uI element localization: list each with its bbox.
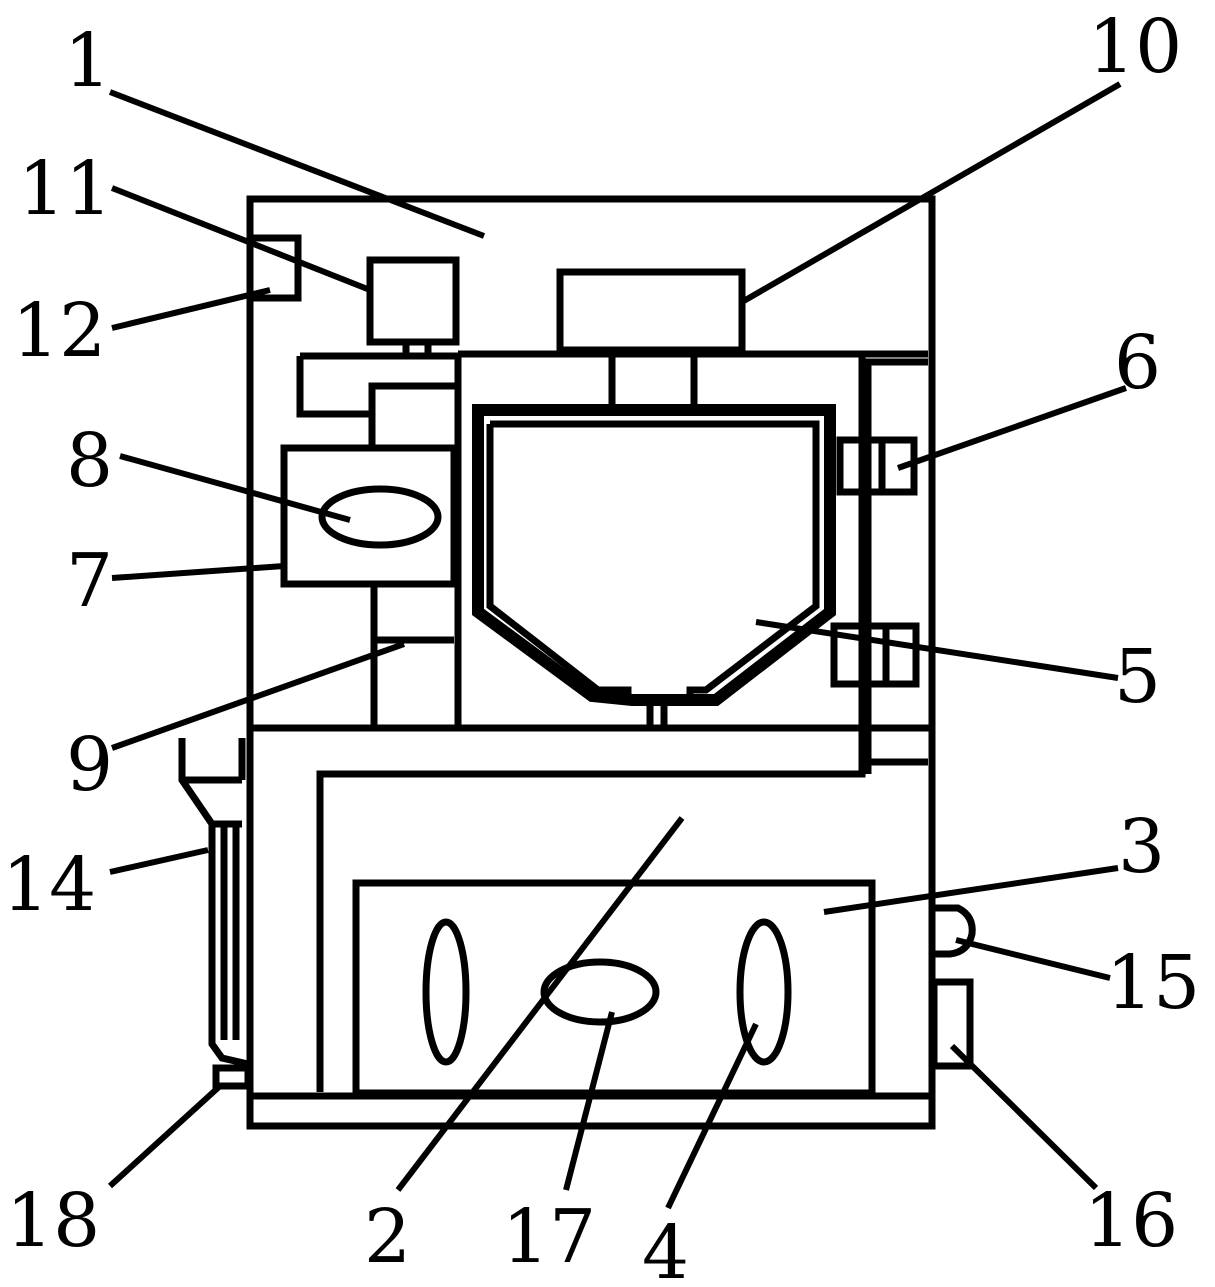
label-4: 4 [642,1210,689,1287]
oval-4 [736,918,792,1066]
leader-11 [110,185,372,293]
hopper-tank [472,404,836,706]
oval-17 [540,958,660,1026]
label-10: 10 [1088,4,1182,90]
side-component-12 [250,234,302,302]
leader-10 [740,81,1122,305]
label-3: 3 [1118,804,1165,890]
top-component-10 [556,268,746,354]
label-17: 17 [502,1194,596,1280]
label-5: 5 [1114,634,1161,720]
leader-9 [110,641,406,751]
label-18: 18 [6,1178,100,1264]
side-knob-15 [934,904,976,958]
leader-6 [897,385,1127,471]
label-11: 11 [18,146,112,232]
label-14: 14 [2,842,96,928]
leader-7 [111,563,285,581]
leader-18 [107,1083,223,1189]
label-7: 7 [66,538,113,624]
label-15: 15 [1106,940,1200,1026]
label-16: 16 [1084,1178,1178,1264]
leader-2 [395,816,685,1192]
bracket-6-lower [830,622,920,688]
box-7 [280,444,458,588]
leader-1 [108,89,486,239]
label-2: 2 [364,1194,411,1280]
leader-12 [111,287,271,331]
leader-15 [955,937,1111,981]
leader-8 [119,453,351,523]
oval-8 [318,485,442,549]
bracket-6-upper [836,436,918,496]
side-pipe-14 [178,738,249,1068]
leader-4 [665,1022,759,1210]
label-6: 6 [1114,320,1161,406]
cabinet-outer-frame [246,195,936,1130]
leader-17 [563,1011,615,1191]
left-duct [296,352,458,448]
leader-5 [755,619,1119,681]
label-9: 9 [66,722,113,808]
label-8: 8 [66,418,113,504]
leader-14 [109,847,209,875]
hopper-inner-edge [486,420,820,704]
motor-box-11 [366,256,460,346]
fitting-18 [212,1064,252,1090]
label-12: 12 [12,288,106,374]
label-1: 1 [64,18,111,104]
front-panel-3 [352,879,876,1097]
lower-duct-9 [370,584,454,728]
side-box-16 [930,978,974,1070]
leader-16 [949,1043,1099,1191]
oval-left [422,918,470,1066]
leader-3 [823,865,1119,915]
